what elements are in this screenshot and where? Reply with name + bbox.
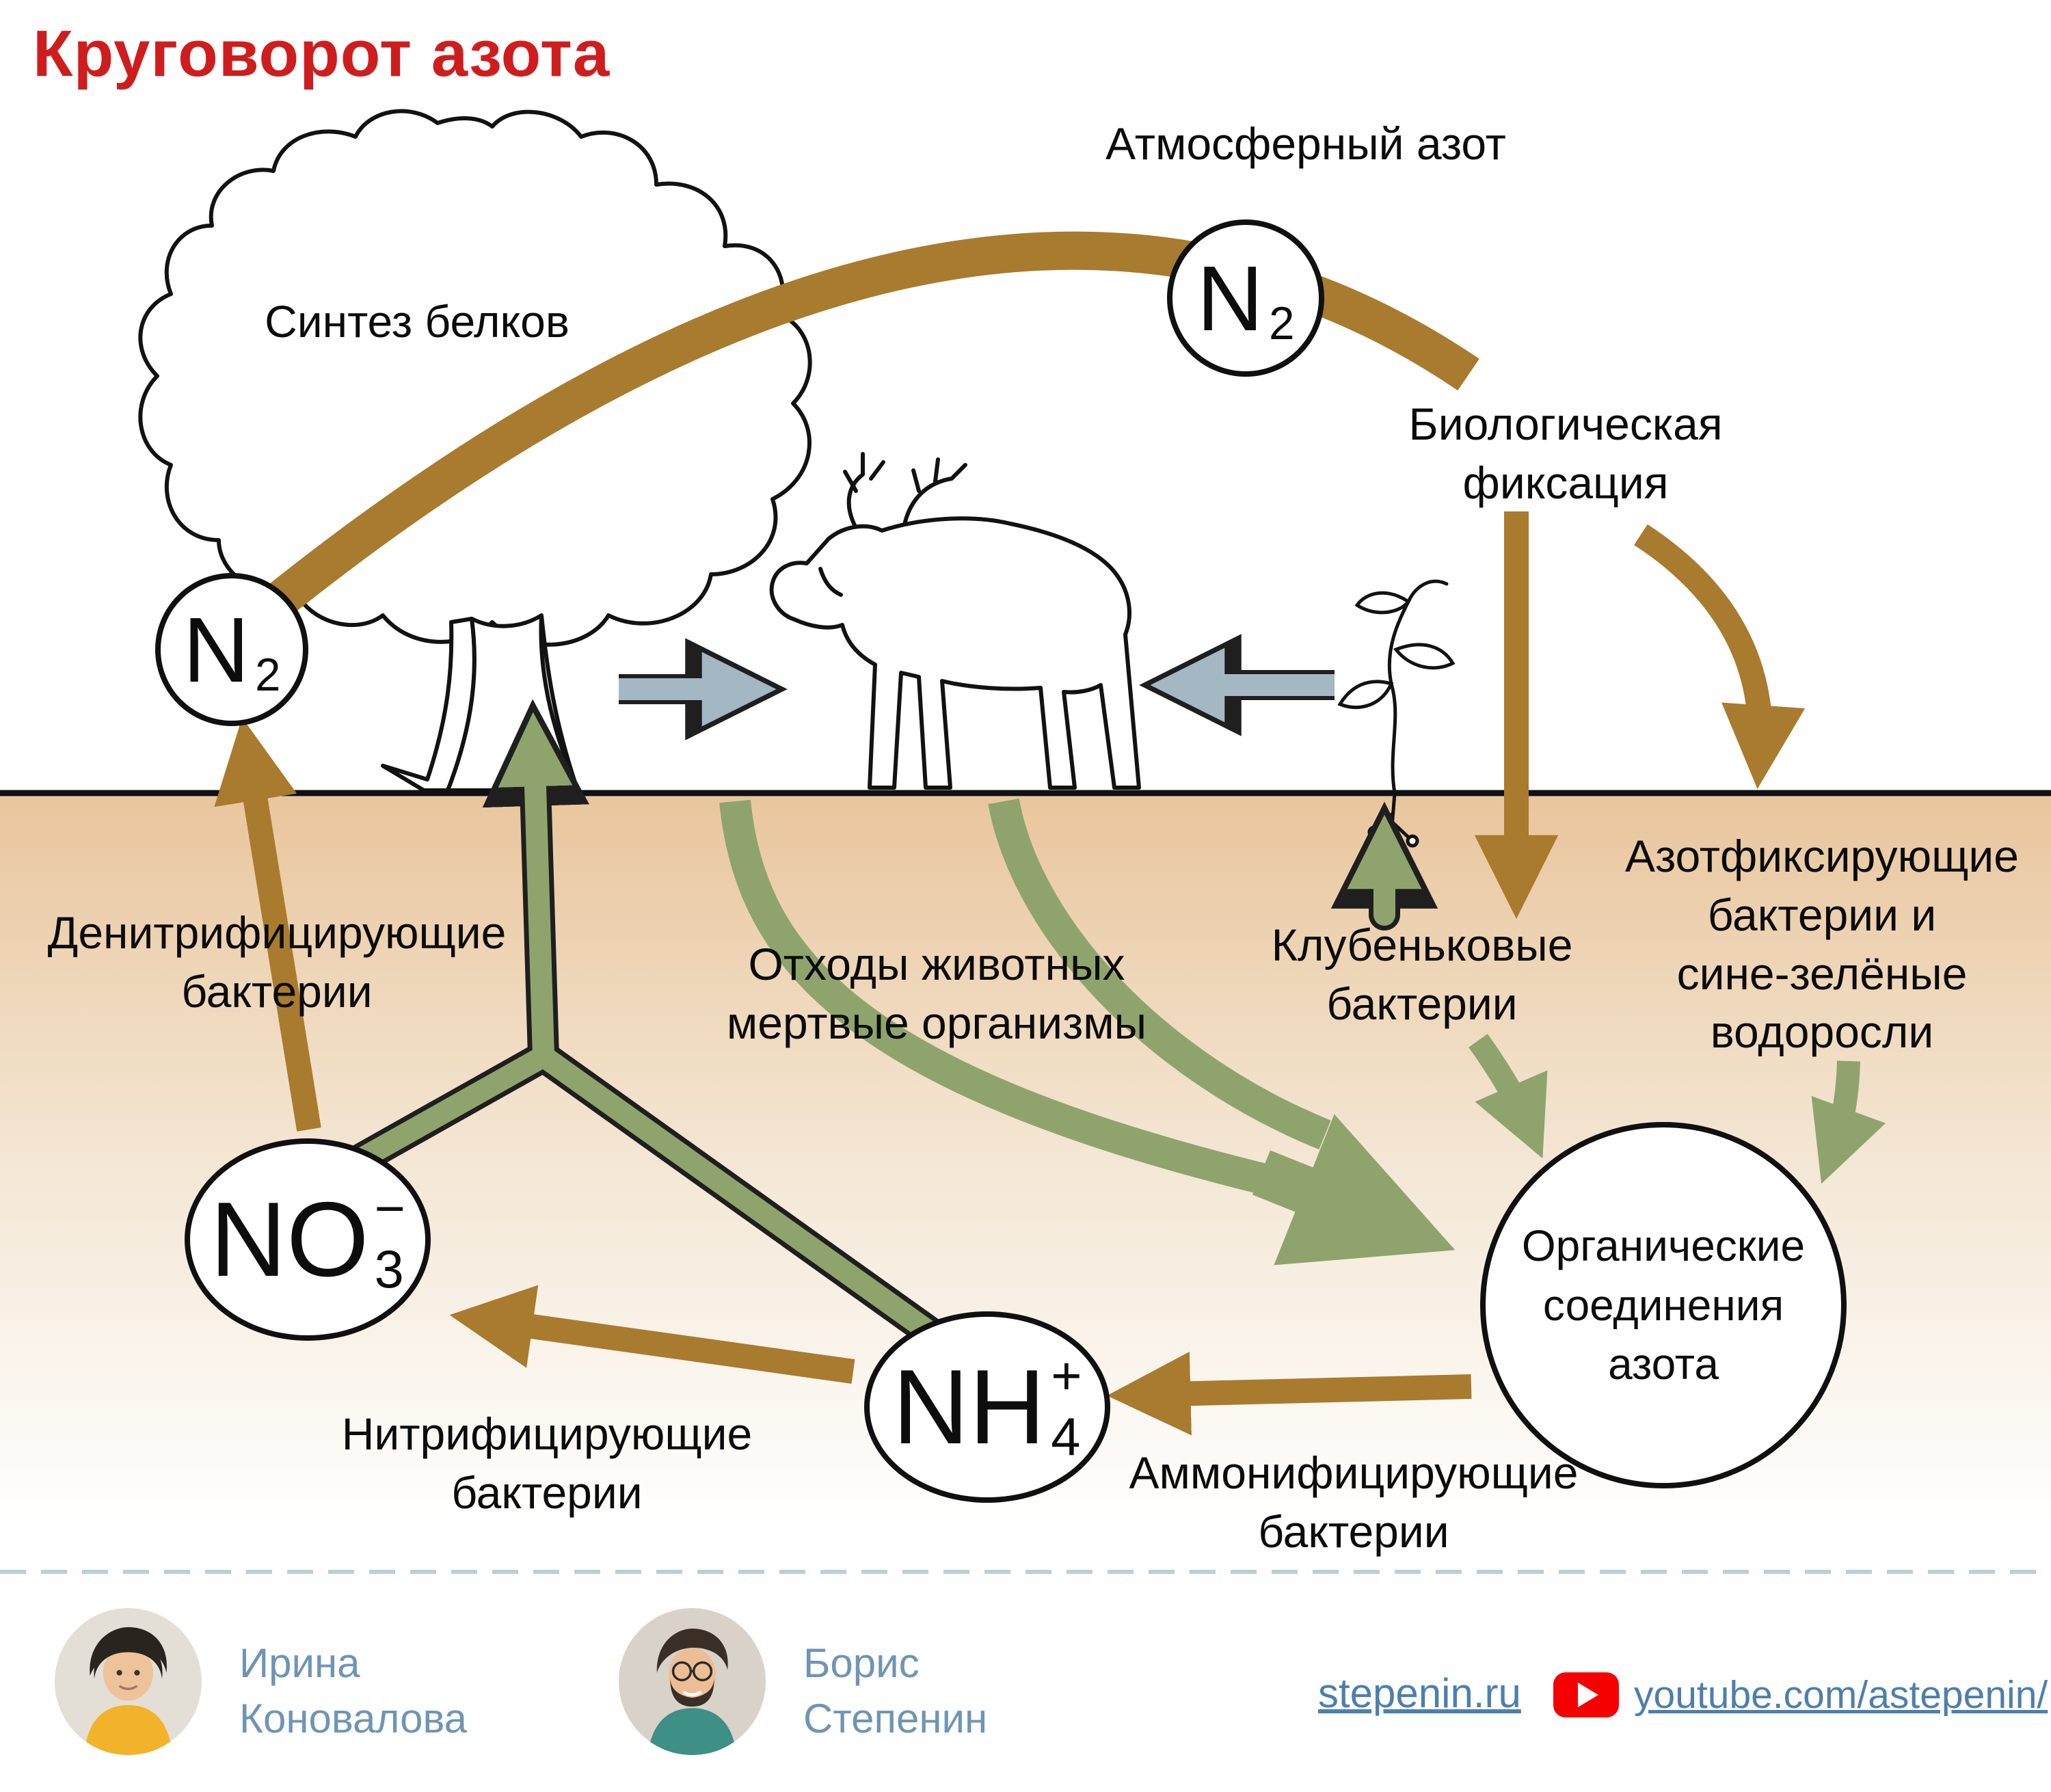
avatar-irina-konovalova xyxy=(55,1608,202,1755)
avatar-irina-image xyxy=(55,1608,202,1755)
chem-main: NH xyxy=(892,1348,1046,1466)
label-nitrogen-fixing-bacteria: Азотфиксирующие бактерии и сине-зелёные … xyxy=(1624,831,2020,1058)
label-nodule-bacteria: Клубеньковые бактерии xyxy=(1271,920,1573,1029)
arrow-nodule-to-organic xyxy=(1469,1034,1548,1159)
organic-compounds-label: Органические соединения азота xyxy=(1521,1221,1806,1389)
avatar-boris-stepenin xyxy=(619,1608,766,1755)
youtube-play-icon[interactable] xyxy=(1553,1672,1619,1717)
author2-name: Борис Степенин xyxy=(803,1640,988,1741)
label-protein-synthesis: Синтез белков xyxy=(265,296,569,347)
arrow-biological-fixation-2 xyxy=(1634,524,1806,789)
arrow-denitrification xyxy=(214,717,321,1132)
arrow-ammonification xyxy=(1107,1351,1472,1436)
node-organic-compounds: Органические соединения азота xyxy=(1480,1122,1847,1488)
footer-separator xyxy=(0,1570,2051,1574)
node-nh4: NH+4 xyxy=(864,1311,1110,1503)
chem-main: N xyxy=(183,598,250,701)
moose-illustration xyxy=(769,452,1141,790)
author1-name: Ирина Коновалова xyxy=(239,1640,468,1741)
chem-main: N xyxy=(1196,246,1263,350)
arrow-fixers-to-organic xyxy=(1811,1060,1886,1184)
arrow-decomposition xyxy=(719,798,1886,1266)
page-title: Круговорот азота xyxy=(33,17,611,90)
label-animal-waste: Отходы животных мертвые организмы xyxy=(726,939,1147,1048)
arrow-foodchain xyxy=(619,647,1335,727)
legume-plant-illustration xyxy=(1337,579,1456,863)
chem-main: NO xyxy=(210,1180,369,1298)
label-biological-fixation: Биологическая фиксация xyxy=(1408,399,1723,508)
avatar-boris-image xyxy=(619,1608,766,1755)
arrow-nitrification xyxy=(449,1285,855,1384)
label-nitrifying-bacteria: Нитрифицирующие бактерии xyxy=(341,1408,753,1518)
label-ammonifying-bacteria: Аммонифицирующие бактерии xyxy=(1129,1447,1579,1557)
label-denitrifying-bacteria: Денитрифицирующие бактерии xyxy=(47,907,507,1017)
node-no3: NO−3 xyxy=(185,1138,431,1341)
play-triangle xyxy=(1578,1683,1598,1707)
youtube-link[interactable]: youtube.com/astepenin/ xyxy=(1634,1673,2048,1717)
arrow-plant-uptake xyxy=(347,712,1422,1344)
label-atmospheric-nitrogen: Атмосферный азот xyxy=(1105,118,1506,169)
site-link[interactable]: stepenin.ru xyxy=(1318,1670,1521,1716)
